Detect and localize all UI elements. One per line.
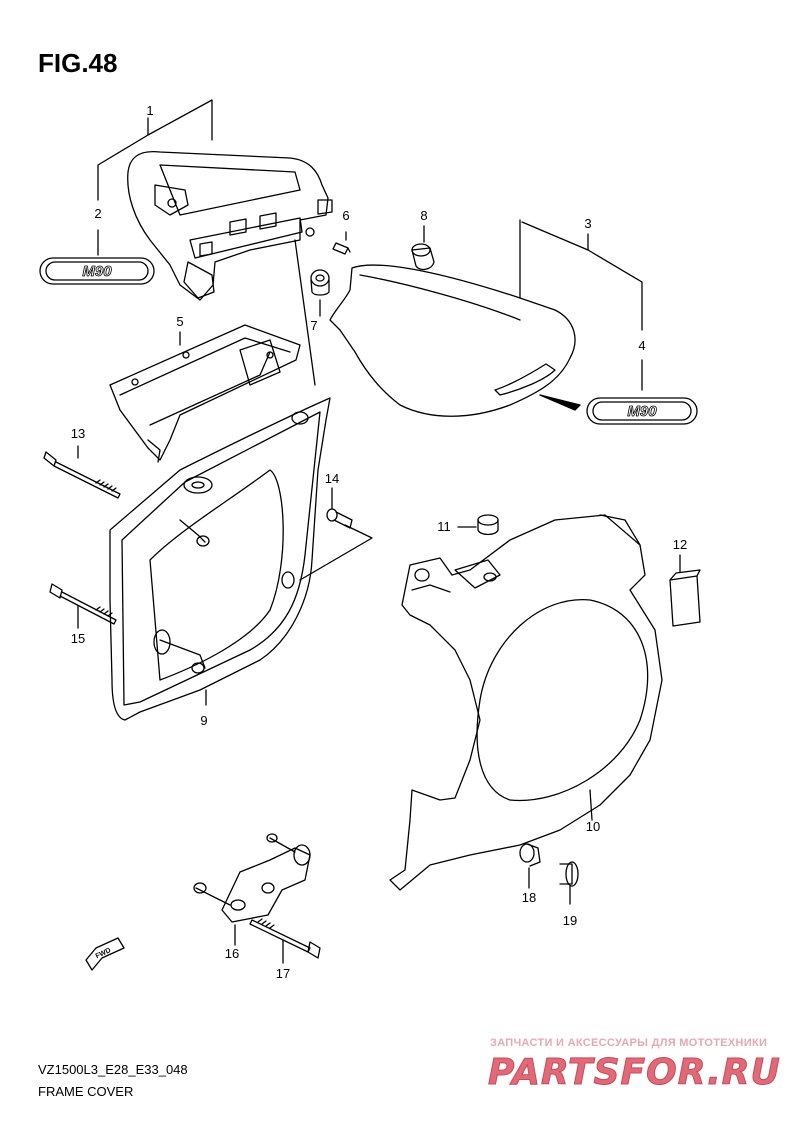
part-11-grommet (457, 514, 499, 536)
part-12-pad (669, 554, 701, 627)
callout-17: 17 (276, 966, 290, 981)
part-9-frame-cover (109, 397, 331, 721)
callout-numbers: 1 2 3 4 5 6 7 8 9 10 11 12 13 14 15 16 1… (71, 103, 687, 981)
part-8-grommet (411, 225, 435, 271)
part-10-lower-cover (389, 514, 663, 891)
emblem-left-label: M90 (82, 263, 112, 280)
callout-15: 15 (71, 631, 85, 646)
part-13-bolt (43, 445, 121, 499)
part-2-emblem: M90 (39, 257, 155, 285)
model-code: VZ1500L3_E28_E33_048 (38, 1062, 188, 1077)
callout-19: 19 (563, 913, 577, 928)
callout-4: 4 (638, 338, 645, 353)
fwd-arrow-icon: FWD (85, 937, 125, 971)
watermark-logo: PARTSFOR.RU (488, 1052, 781, 1094)
callout-12: 12 (673, 537, 687, 552)
part-19-screw (559, 861, 579, 905)
part-16-bracket (193, 833, 311, 946)
part-4-emblem: M90 (586, 397, 698, 425)
figure-title: FIG.48 (38, 48, 118, 78)
callout-16: 16 (225, 946, 239, 961)
emblem-right-label: M90 (627, 403, 657, 420)
part-6-screw (332, 231, 351, 255)
callout-10: 10 (586, 819, 600, 834)
callout-18: 18 (522, 890, 536, 905)
part-1-upper-cover (127, 150, 333, 301)
part-3-side-cover (329, 219, 576, 417)
callout-3: 3 (584, 216, 591, 231)
callout-7: 7 (310, 318, 317, 333)
part-5-bracket (109, 324, 301, 463)
callout-2: 2 (94, 206, 101, 221)
callout-8: 8 (420, 208, 427, 223)
callout-11: 11 (437, 519, 451, 534)
callout-1: 1 (146, 103, 153, 118)
watermark-tagline: ЗАПЧАСТИ И АКСЕССУАРЫ ДЛЯ МОТОТЕХНИКИ (490, 1037, 768, 1049)
callout-13: 13 (71, 426, 85, 441)
callout-9: 9 (200, 713, 207, 728)
part-14-screw (326, 487, 353, 529)
part-18-grommet (519, 843, 541, 889)
part-17-bolt (249, 918, 321, 964)
part-15-bolt (49, 583, 117, 629)
figure-caption: FRAME COVER (38, 1084, 134, 1099)
callout-6: 6 (342, 208, 349, 223)
callout-5: 5 (176, 314, 183, 329)
part-7-grommet (310, 269, 330, 317)
callout-14: 14 (325, 471, 339, 486)
